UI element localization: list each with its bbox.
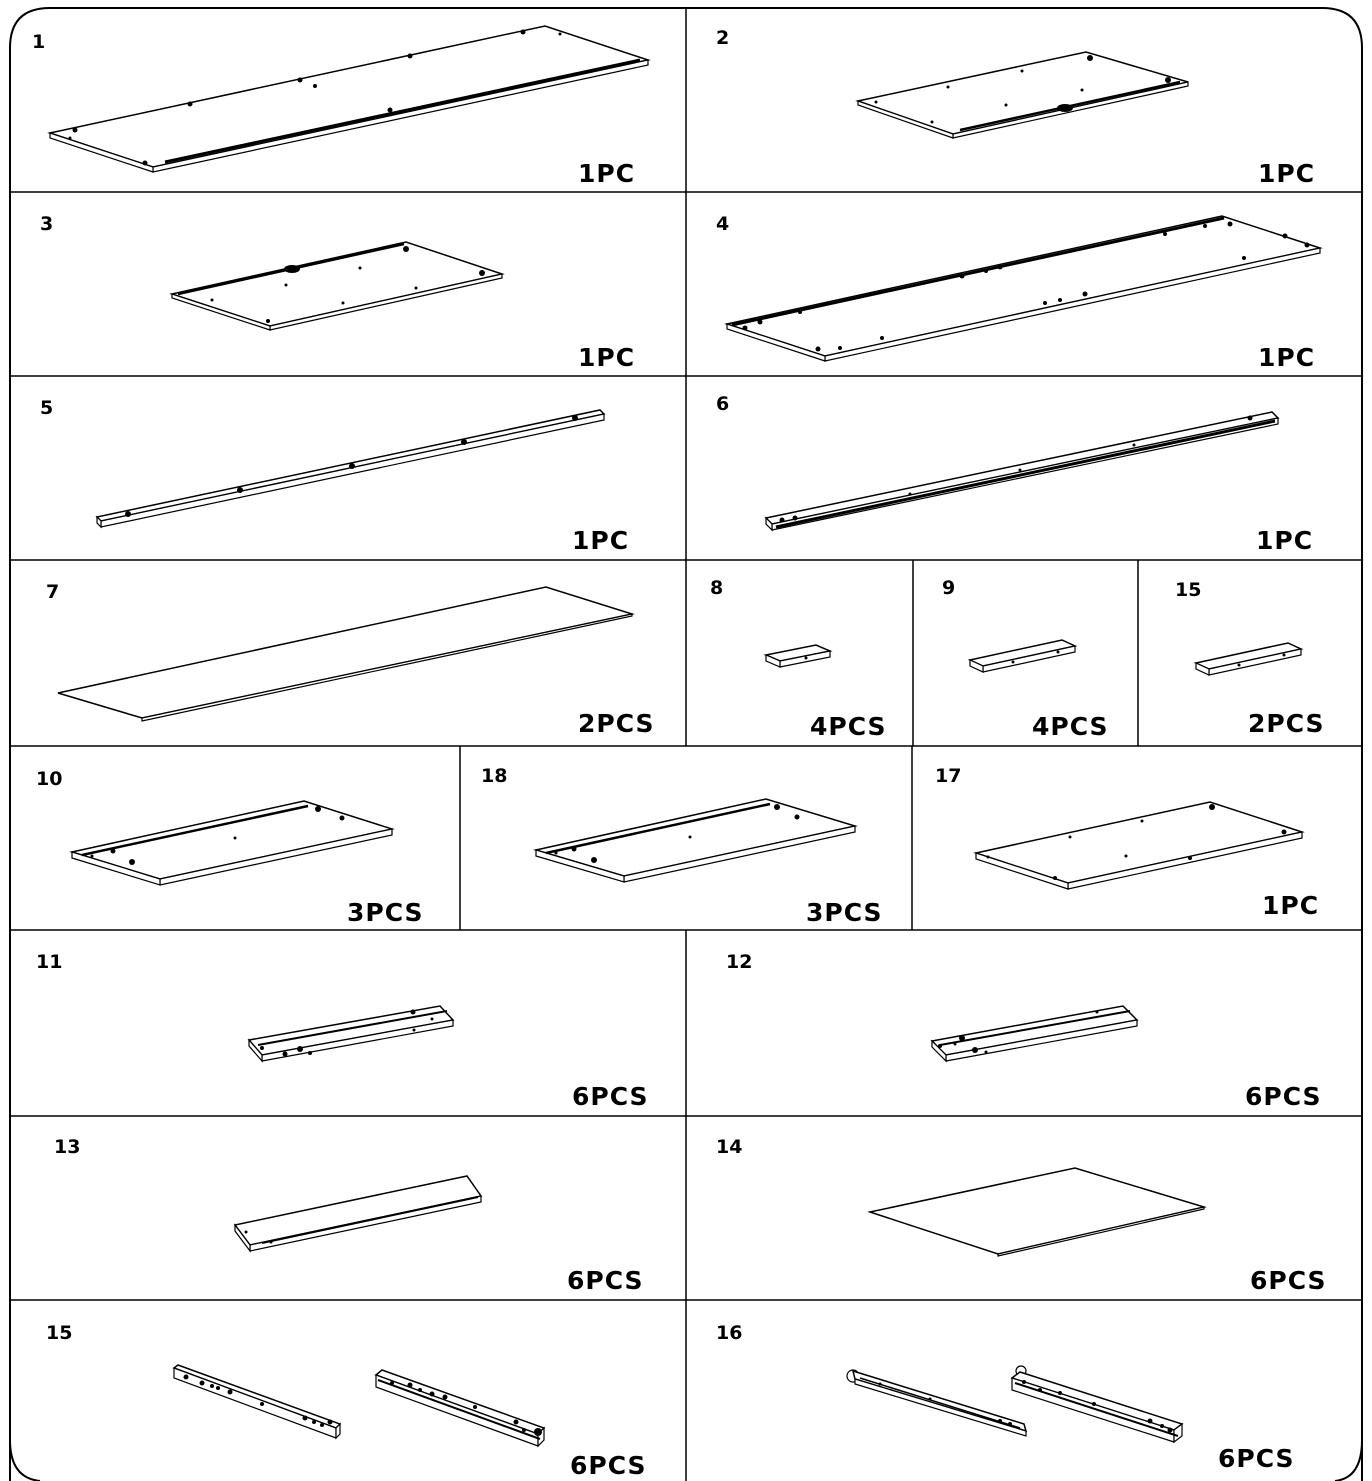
part-number: 11 — [36, 951, 62, 973]
rail-drawing — [95, 409, 606, 529]
part-number: 2 — [716, 27, 729, 49]
part-quantity: 2PCS — [578, 709, 655, 738]
panel-drawing — [47, 25, 651, 173]
part-quantity: 6PCS — [1250, 1266, 1327, 1295]
sheet-drawing — [57, 586, 635, 722]
part-quantity: 6PCS — [1245, 1082, 1322, 1111]
block-drawing — [1193, 642, 1304, 676]
part-quantity: 1PC — [1258, 343, 1315, 372]
drawer-slide-left-drawing — [846, 1369, 1028, 1437]
panel-drawing — [169, 241, 505, 331]
part-cell-18: 18 3PCS — [481, 765, 883, 927]
panel-drawing — [973, 801, 1305, 890]
panel-drawing — [855, 51, 1189, 139]
part-number: 15 — [1175, 579, 1201, 601]
part-cell-13: 13 6PCS — [54, 1136, 644, 1295]
part-cell-15-small: 15 2PCS — [1175, 579, 1325, 738]
part-number: 7 — [46, 581, 59, 603]
block-drawing — [967, 639, 1078, 673]
part-quantity: 1PC — [572, 526, 629, 555]
part-number: 13 — [54, 1136, 80, 1158]
part-number: 1 — [32, 31, 45, 53]
panel-drawing — [930, 1005, 1139, 1063]
panel-drawing — [69, 800, 395, 886]
part-quantity: 3PCS — [806, 898, 883, 927]
drawer-slide-left-drawing — [172, 1364, 342, 1440]
part-cell-15-slide: 15 6PCS — [46, 1322, 647, 1480]
sheet-drawing — [867, 1167, 1207, 1257]
part-cell-11: 11 6PCS — [36, 951, 649, 1111]
panel-drawing — [233, 1175, 483, 1253]
part-cell-14: 14 6PCS — [716, 1136, 1327, 1295]
part-cell-2: 2 1PC — [716, 27, 1315, 188]
part-number: 9 — [942, 577, 955, 599]
rail-drawing — [764, 411, 1280, 532]
part-number: 3 — [40, 213, 53, 235]
part-cell-1: 1 1PC — [32, 25, 651, 188]
part-cell-6: 6 1PC — [716, 393, 1313, 555]
part-number: 17 — [935, 765, 961, 787]
part-quantity: 1PC — [578, 159, 635, 188]
part-number: 6 — [716, 393, 729, 415]
part-cell-17: 17 1PC — [935, 765, 1319, 920]
part-cell-9: 9 4PCS — [942, 577, 1109, 741]
part-cell-7: 7 2PCS — [46, 581, 655, 738]
part-number: 12 — [726, 951, 752, 973]
sheet-border — [9, 7, 1363, 1481]
grid-lines — [10, 8, 1362, 1481]
part-cell-8: 8 4PCS — [710, 577, 887, 741]
part-quantity: 6PCS — [1218, 1444, 1295, 1473]
part-cell-3: 3 1PC — [40, 213, 635, 372]
panel-drawing — [724, 215, 1323, 362]
part-number: 8 — [710, 577, 723, 599]
part-quantity: 1PC — [1258, 159, 1315, 188]
part-cell-12: 12 6PCS — [726, 951, 1322, 1111]
part-quantity: 3PCS — [347, 898, 424, 927]
part-cell-16-slide: 16 6PCS — [716, 1322, 1295, 1473]
part-number: 10 — [36, 768, 62, 790]
part-quantity: 1PC — [578, 343, 635, 372]
panel-drawing — [533, 798, 858, 883]
block-drawing — [763, 644, 833, 668]
part-number: 4 — [716, 213, 729, 235]
part-quantity: 6PCS — [567, 1266, 644, 1295]
part-quantity: 2PCS — [1248, 709, 1325, 738]
part-cell-5: 5 1PC — [40, 397, 629, 555]
part-cell-4: 4 1PC — [716, 213, 1323, 372]
part-quantity: 1PC — [1262, 891, 1319, 920]
part-quantity: 4PCS — [810, 712, 887, 741]
part-quantity: 4PCS — [1032, 712, 1109, 741]
part-quantity: 6PCS — [572, 1082, 649, 1111]
drawer-slide-right-drawing — [374, 1369, 546, 1448]
part-quantity: 1PC — [1256, 526, 1313, 555]
part-quantity: 6PCS — [570, 1451, 647, 1480]
part-number: 18 — [481, 765, 507, 787]
drawer-slide-right-drawing — [1010, 1365, 1184, 1444]
part-cell-10: 10 3PCS — [36, 768, 424, 927]
part-number: 5 — [40, 397, 53, 419]
panel-drawing — [247, 1005, 455, 1063]
part-number: 16 — [716, 1322, 742, 1344]
part-number: 14 — [716, 1136, 742, 1158]
part-number: 15 — [46, 1322, 72, 1344]
